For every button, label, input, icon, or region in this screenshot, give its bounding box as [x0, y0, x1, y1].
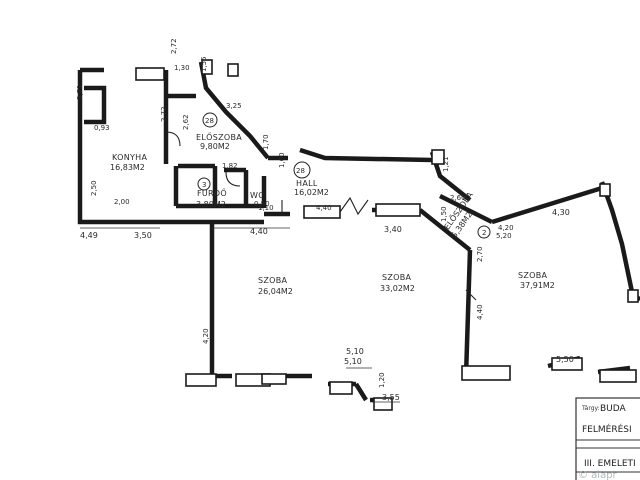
dim-4-20b: 4,20 — [498, 224, 514, 232]
marker-text-3: 28 — [296, 167, 305, 175]
dim-1-82: 1,82 — [222, 162, 238, 170]
dim-4-40b: 4,40 — [476, 304, 484, 320]
dim-3-71: 3,71 — [76, 84, 84, 100]
room-name-bathroom: FÜRDŐ — [197, 188, 227, 198]
room-area-room-b: 33,02M2 — [380, 284, 415, 293]
dim-4-20: 4,20 — [202, 328, 210, 344]
room-area-storage: 9,80M2 — [200, 142, 230, 151]
marker-circle-4 — [477, 225, 491, 239]
dim-1-10: 1,10 — [258, 204, 274, 212]
dim-3-50: 3,50 — [134, 231, 152, 240]
dim-2-70: 2,70 — [476, 246, 484, 262]
title-block-value-felmeresi: FELMÉRÉSI — [582, 423, 632, 435]
marker-circle-2 — [197, 177, 211, 191]
room-area-room-c: 37,91M2 — [520, 281, 555, 290]
watermark: © alapr — [578, 470, 618, 480]
dim-1-70: 1,70 — [262, 134, 270, 150]
dim-2-62: 2,62 — [182, 114, 190, 130]
dim-2-72b: 2,72 — [170, 38, 178, 54]
dim-4-30: 4,30 — [552, 208, 570, 217]
dim-3-40: 3,40 — [384, 225, 402, 234]
title-block-frame — [575, 397, 640, 480]
walls — [77, 61, 640, 403]
dim-0-80: 0,80 — [254, 200, 270, 208]
room-markers: 28 3 28 2 — [197, 112, 491, 239]
room-name-storage: ELŐSZOBA — [196, 132, 242, 142]
room-name-wc: WC — [250, 191, 264, 200]
dim-1-50: 1,50 — [440, 206, 448, 222]
dim-2-50: 2,50 — [90, 180, 98, 196]
dimension-lines — [80, 227, 400, 403]
dim-2-00: 2,00 — [114, 198, 130, 206]
marker-circle-1 — [202, 112, 218, 128]
dim-1-30: 1,30 — [174, 64, 190, 72]
dim-2-72: 2,72 — [160, 106, 168, 122]
dim-1-55: 1,55 — [200, 56, 208, 72]
dim-2-60: 2,60 — [450, 194, 466, 202]
room-name-room-a: SZOBA — [258, 276, 288, 285]
dim-3-55: 3,55 — [382, 393, 400, 402]
room-name-hall: HALL — [296, 179, 318, 188]
dimension-labels: 4,49 3,50 4,40 3,40 4,30 5,10 5,10 3,55 … — [76, 38, 574, 402]
room-name-room-b: SZOBA — [382, 273, 412, 282]
dim-1-20: 1,20 — [378, 372, 386, 388]
doors — [165, 131, 477, 301]
room-area-hall: 16,02M2 — [294, 188, 329, 197]
marker-circle-3 — [293, 161, 311, 179]
room-area-room-a: 26,04M2 — [258, 287, 293, 296]
dim-4-40c: 4,40 — [316, 204, 332, 212]
dim-1-21: 1,21 — [442, 156, 450, 172]
room-name-room-c: SZOBA — [518, 271, 548, 280]
dim-5-10-a: 5,10 — [344, 357, 362, 366]
title-block-value-emelet: III. EMELETI — [584, 459, 636, 469]
room-name-kitchen: KONYHA — [112, 153, 147, 162]
dim-4-40: 4,40 — [250, 227, 268, 236]
dim-0-93: 0,93 — [94, 124, 110, 132]
dim-5-20: 5,20 — [496, 232, 512, 240]
room-area-kitchen: 16,83M2 — [110, 163, 145, 172]
dim-1-60: 1,60 — [278, 152, 286, 168]
marker-text-1: 28 — [205, 117, 214, 125]
dim-4-49: 4,49 — [80, 231, 98, 240]
title-block-value-targy: BUDA — [600, 404, 627, 414]
marker-text-2: 3 — [202, 181, 206, 189]
dim-5-50: 5,50 — [556, 355, 574, 364]
title-block: Tárgy: BUDA FELMÉRÉSI III. EMELETI — [575, 397, 640, 480]
wall-blocks — [135, 59, 639, 411]
dim-3-25: 3,25 — [226, 102, 242, 110]
title-block-label-targy: Tárgy: — [581, 405, 600, 412]
marker-text-4: 2 — [482, 229, 486, 237]
room-area-bathroom: 3,80M2 — [196, 200, 226, 209]
dim-5-10-b: 5,10 — [346, 347, 364, 356]
